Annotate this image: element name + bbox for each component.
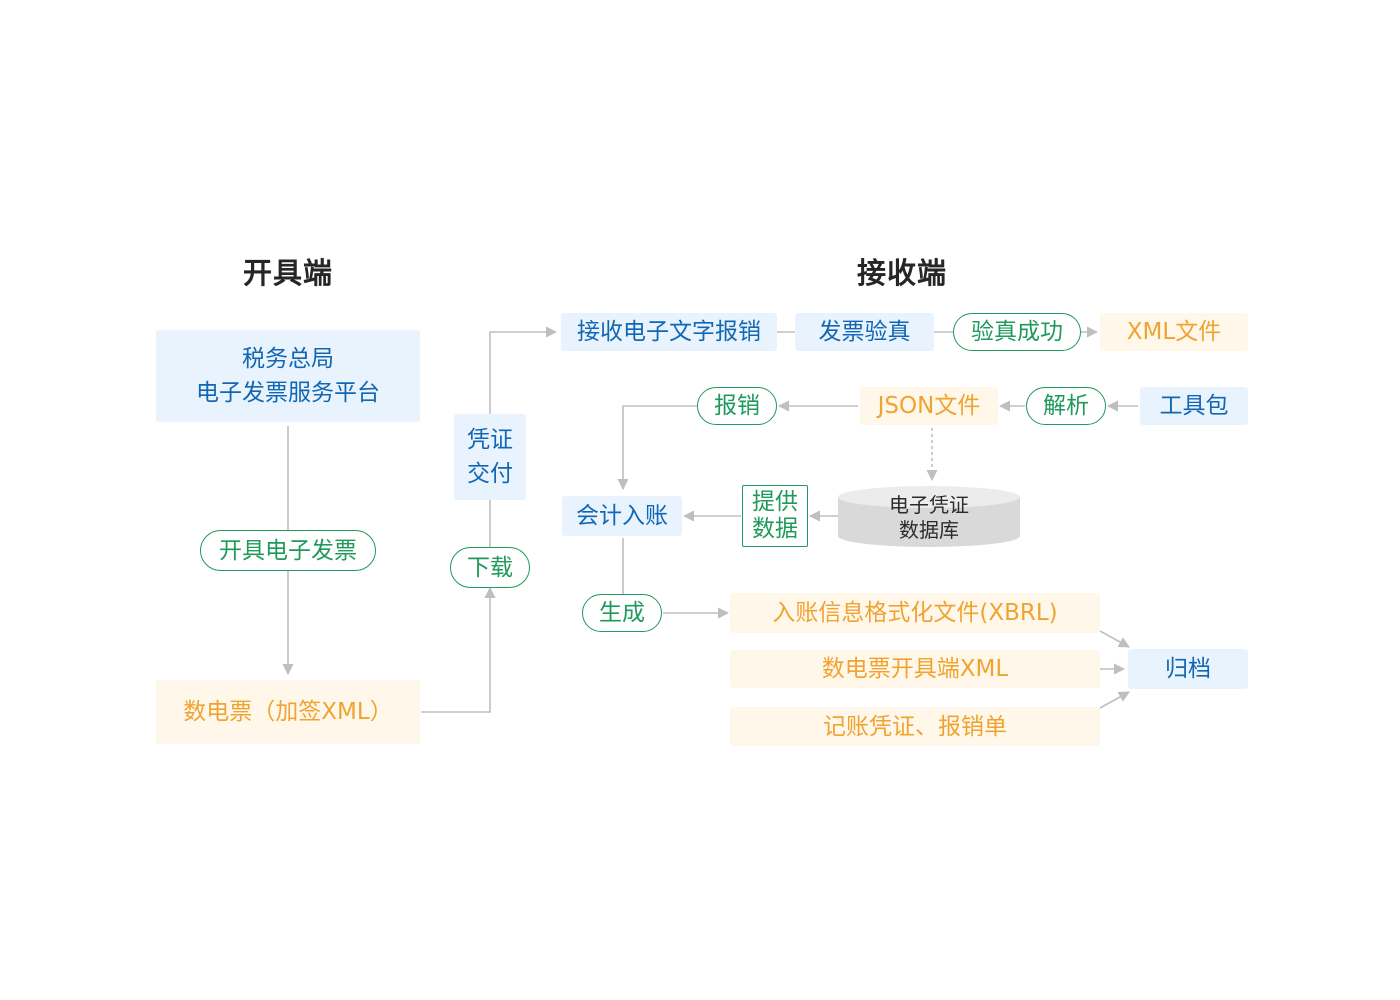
voucher-forms-node: 记账凭证、报销单 [730,707,1100,746]
receive-reimburse-node: 接收电子文字报销 [561,313,777,351]
invoice-verify-node: 发票验真 [795,313,934,351]
xml-file-node: XML文件 [1100,313,1248,351]
issuer-xml-node: 数电票开具端XML [730,650,1100,688]
connector-voucher-to-receive [489,326,558,414]
archive-node: 归档 [1128,649,1248,689]
connector-digital-to-download [421,586,496,713]
generate-node: 生成 [582,594,662,632]
tax-platform-node: 税务总局 电子发票服务平台 [156,330,420,422]
voucher-delivery-node: 凭证 交付 [454,414,526,500]
database-label: 电子凭证 数据库 [889,493,969,542]
accounting-node: 会计入账 [562,496,682,536]
receiver-heading: 接收端 [856,256,947,290]
verify-success-node: 验真成功 [953,313,1081,351]
reimburse-node: 报销 [697,387,777,425]
provide-data-node: 提供 数据 [742,485,808,547]
issuer-heading: 开具端 [242,256,333,290]
database-cylinder-icon [838,486,1020,547]
parse-node: 解析 [1026,387,1106,425]
connector-reimburse-to-accounting [617,405,697,491]
toolkit-node: 工具包 [1140,387,1248,425]
xbrl-file-node: 入账信息格式化文件(XBRL) [730,593,1100,633]
connector-forms-to-archive [1099,691,1130,709]
json-file-node: JSON文件 [860,387,998,425]
issue-invoice-node: 开具电子发票 [200,530,376,571]
download-node: 下载 [450,547,530,588]
connector-xbrl-to-archive [1099,630,1130,648]
digital-invoice-node: 数电票（加签XML） [156,680,420,744]
